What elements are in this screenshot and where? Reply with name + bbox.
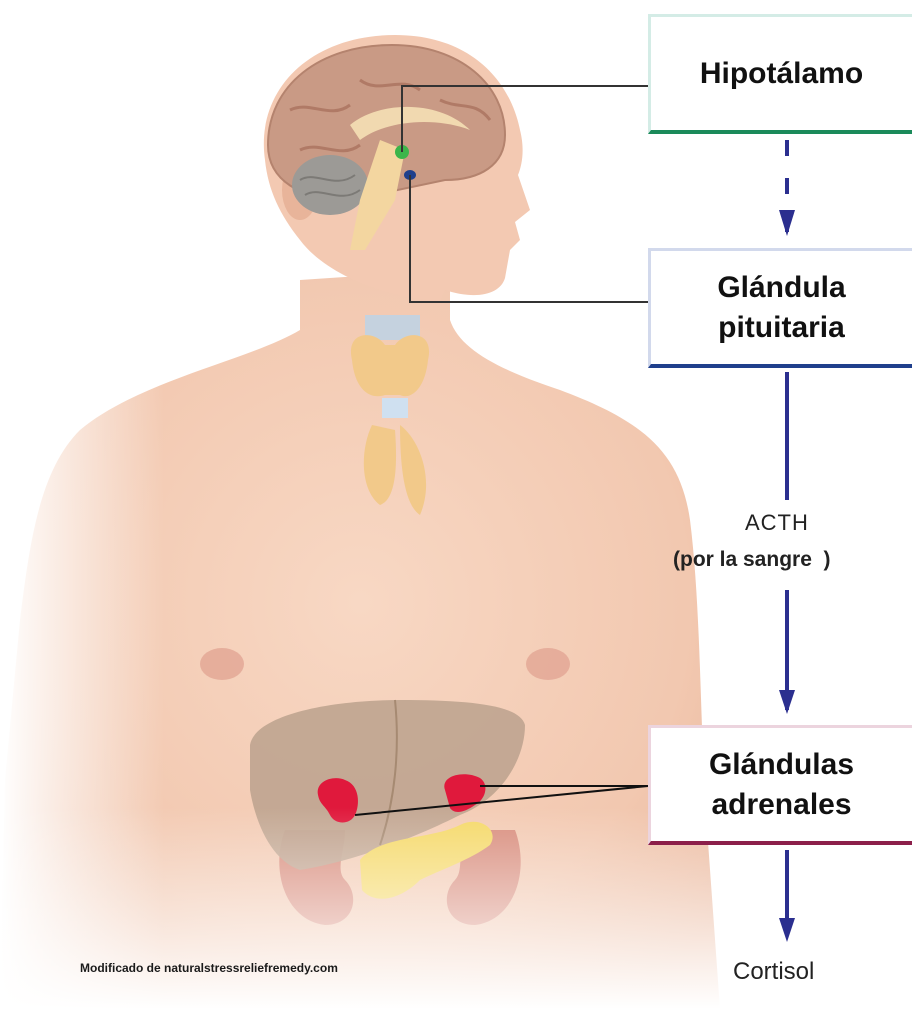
pituitary-box: Glándula pituitaria — [648, 248, 912, 368]
pituitary-label-line2: pituitaria — [717, 308, 845, 348]
source-credit: Modificado de naturalstressreliefremedy.… — [80, 961, 338, 975]
adrenal-box: Glándulas adrenales — [648, 725, 912, 845]
adrenal-label-line1: Glándulas — [709, 745, 854, 785]
adrenal-label-line2: adrenales — [709, 785, 854, 825]
hypothalamus-label: Hipotálamo — [700, 54, 863, 94]
blood-label: (por la sangre ) — [673, 548, 831, 572]
hypothalamus-box: Hipotálamo — [648, 14, 912, 134]
acth-label: ACTH — [745, 510, 809, 536]
cortisol-label: Cortisol — [733, 958, 814, 986]
pituitary-label-line1: Glándula — [717, 268, 845, 308]
